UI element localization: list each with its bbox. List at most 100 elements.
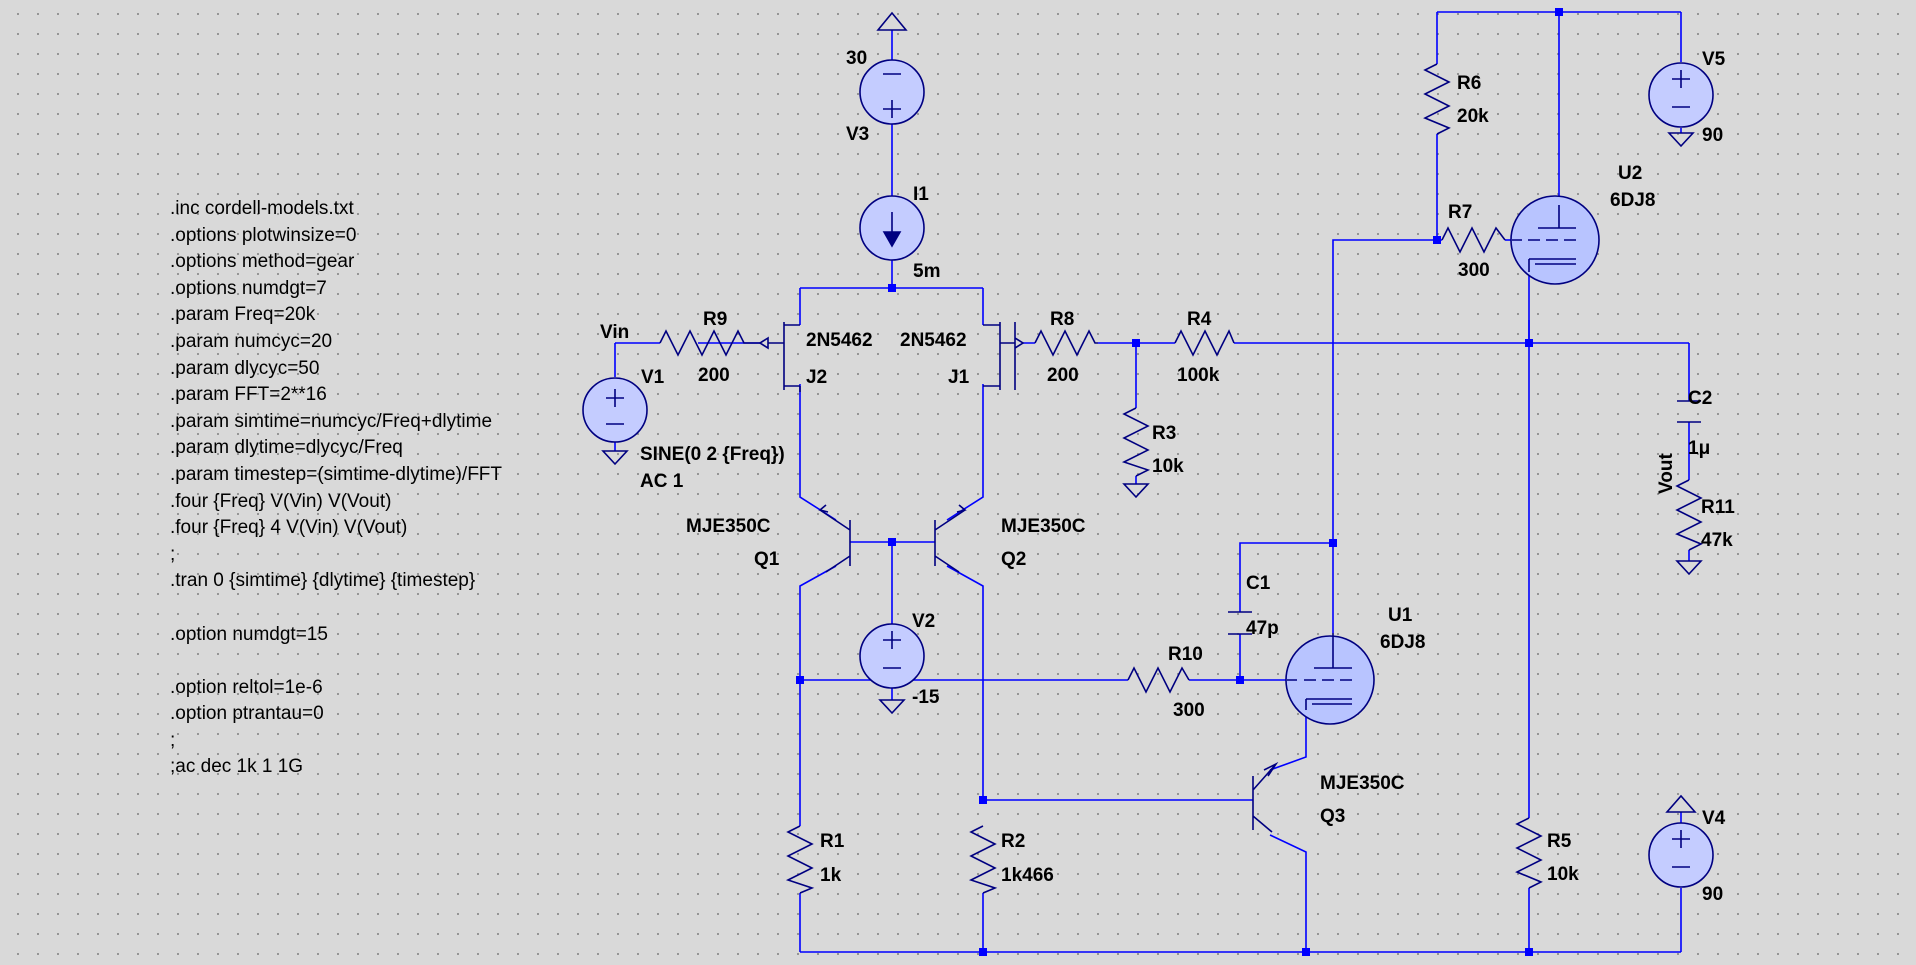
r5-name: R5 <box>1547 831 1572 852</box>
r9-name: R9 <box>703 309 727 330</box>
r8-name: R8 <box>1050 309 1074 330</box>
directive-line[interactable]: .options plotwinsize=0 <box>170 224 357 246</box>
resistor-r7[interactable]: R7 300 <box>1441 202 1506 281</box>
transistor-q3[interactable]: MJE350C Q3 <box>1252 761 1405 833</box>
directive-line[interactable]: .options numdgt=7 <box>170 277 327 299</box>
r1-value: 1k <box>820 865 842 886</box>
voltage-source-v1[interactable]: Vin V1 SINE(0 2 {Freq}) AC 1 <box>582 322 785 492</box>
c2-value: 1μ <box>1688 438 1710 459</box>
jfet-j1[interactable]: 2N5462 J1 <box>900 322 1025 390</box>
r9-value: 200 <box>698 365 730 386</box>
c2-name: C2 <box>1688 388 1712 409</box>
directive-line[interactable]: .four {Freq} 4 V(Vin) V(Vout) <box>170 517 408 539</box>
q2-model: MJE350C <box>1001 516 1086 537</box>
r2-value: 1k466 <box>1001 865 1054 886</box>
q3-model: MJE350C <box>1320 773 1405 794</box>
r3-value: 10k <box>1152 456 1184 477</box>
r4-value: 100k <box>1177 365 1220 386</box>
vin-net-label: Vin <box>600 322 629 343</box>
directive-line[interactable]: .four {Freq} V(Vin) V(Vout) <box>170 490 392 512</box>
vacuum-tube-u2[interactable]: U2 6DJ8 <box>1510 163 1655 285</box>
v1-ac: AC 1 <box>640 471 684 492</box>
r6-name: R6 <box>1457 73 1481 94</box>
v3-name: V3 <box>846 124 869 145</box>
r11-value: 47k <box>1701 530 1733 551</box>
voltage-source-v3[interactable]: 30 V3 <box>846 11 925 145</box>
current-source-i1[interactable]: I1 5m <box>859 184 940 282</box>
i1-name: I1 <box>913 184 929 205</box>
u2-model: 6DJ8 <box>1610 190 1655 211</box>
r11-name: R11 <box>1701 497 1735 518</box>
u1-name: U1 <box>1388 605 1413 626</box>
j1-model: 2N5462 <box>900 330 967 351</box>
resistor-r8[interactable]: R8 200 <box>1034 309 1098 386</box>
transistor-q2[interactable]: MJE350C Q2 <box>934 504 1086 573</box>
resistor-r5[interactable]: R5 10k <box>1515 817 1579 889</box>
directive-line[interactable]: ;ac dec 1k 1 1G <box>170 756 304 778</box>
directive-line[interactable]: .param dlycyc=50 <box>170 357 320 379</box>
transistor-q1[interactable]: MJE350C Q1 <box>686 504 851 573</box>
wires <box>614 11 1690 953</box>
r7-value: 300 <box>1458 260 1490 281</box>
vacuum-tube-u1[interactable]: U1 6DJ8 <box>1285 605 1425 725</box>
q3-name: Q3 <box>1320 806 1345 827</box>
voltage-source-v5[interactable]: V5 90 <box>1648 49 1726 148</box>
directive-line[interactable]: .param FFT=2**16 <box>170 384 327 406</box>
directive-line[interactable]: .option reltol=1e-6 <box>170 676 323 698</box>
directive-line[interactable]: .param timestep=(simtime-dlytime)/FFT <box>170 463 503 485</box>
resistor-r3[interactable]: R3 10k <box>1121 407 1184 499</box>
directive-line[interactable]: .option ptrantau=0 <box>170 703 324 725</box>
supply-arrow-icon <box>1665 794 1697 813</box>
directive-line[interactable]: .param dlytime=dlycyc/Freq <box>170 437 403 459</box>
resistor-r10[interactable]: R10 300 <box>1127 644 1205 721</box>
ground-icon <box>1122 483 1150 499</box>
voltage-source-v4[interactable]: V4 90 <box>1648 794 1726 905</box>
resistor-r1[interactable]: R1 1k <box>785 825 845 894</box>
directive-line[interactable]: .param numcyc=20 <box>170 330 333 352</box>
v1-value: SINE(0 2 {Freq}) <box>640 444 785 465</box>
v5-value: 90 <box>1702 125 1723 146</box>
r6-value: 20k <box>1457 106 1489 127</box>
u1-model: 6DJ8 <box>1380 632 1425 653</box>
q1-name: Q1 <box>754 549 780 570</box>
resistor-r2[interactable]: R2 1k466 <box>968 825 1054 894</box>
spice-directives[interactable]: .inc cordell-models.txt .options plotwin… <box>170 196 502 781</box>
directive-line[interactable]: .param simtime=numcyc/Freq+dlytime <box>170 410 493 432</box>
directive-line[interactable]: ; <box>170 543 176 565</box>
q1-model: MJE350C <box>686 516 771 537</box>
directive-line[interactable]: ; <box>170 729 176 751</box>
v1-name: V1 <box>641 367 665 388</box>
v2-value: -15 <box>912 687 940 708</box>
directive-line[interactable]: .option numdgt=15 <box>170 623 328 645</box>
v4-name: V4 <box>1702 808 1726 829</box>
directive-line[interactable]: .param Freq=20k <box>170 304 316 326</box>
directive-line[interactable]: .tran 0 {simtime} {dlytime} {timestep} <box>170 570 476 592</box>
r1-name: R1 <box>820 831 845 852</box>
r8-value: 200 <box>1047 365 1079 386</box>
capacitor-c1[interactable]: C1 47p <box>1228 573 1279 639</box>
j1-name: J1 <box>948 367 970 388</box>
directive-line[interactable]: .options method=gear <box>170 251 355 273</box>
supply-arrow-icon <box>876 11 908 31</box>
v5-name: V5 <box>1702 49 1726 70</box>
capacitor-c2[interactable]: C2 1μ <box>1677 388 1712 459</box>
resistor-r11[interactable]: R11 47k <box>1675 479 1735 576</box>
resistor-r9[interactable]: R9 200 <box>659 309 760 386</box>
ground-icon <box>1675 560 1703 576</box>
v2-name: V2 <box>912 611 935 632</box>
r4-name: R4 <box>1187 309 1212 330</box>
resistor-r6[interactable]: R6 20k <box>1423 63 1489 135</box>
r2-name: R2 <box>1001 831 1025 852</box>
r3-name: R3 <box>1152 423 1176 444</box>
voltage-source-v2[interactable]: V2 -15 <box>859 611 940 715</box>
resistor-r4[interactable]: R4 100k <box>1174 309 1235 386</box>
c1-value: 47p <box>1246 618 1279 639</box>
j2-name: J2 <box>806 367 827 388</box>
q2-name: Q2 <box>1001 549 1026 570</box>
c1-name: C1 <box>1246 573 1271 594</box>
directive-line[interactable]: .inc cordell-models.txt <box>170 198 354 219</box>
r10-name: R10 <box>1168 644 1203 665</box>
jfet-j2[interactable]: 2N5462 J2 <box>758 322 873 392</box>
